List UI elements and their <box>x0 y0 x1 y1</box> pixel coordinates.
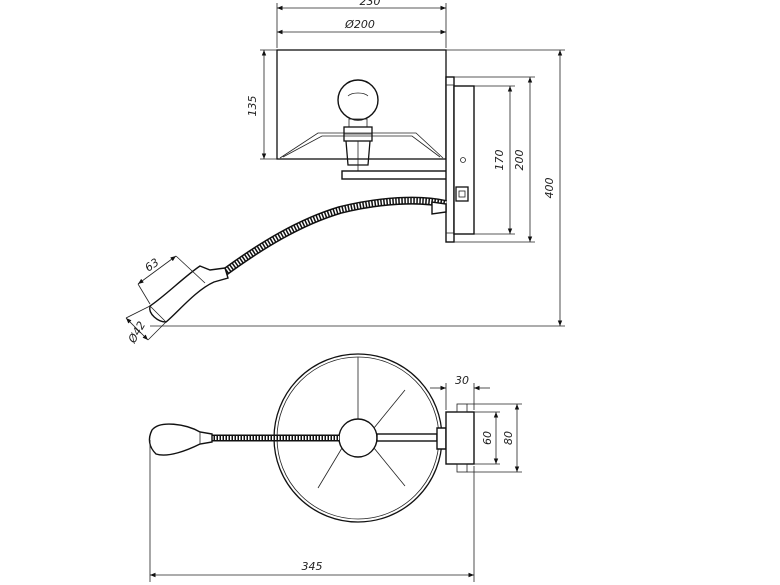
wall-plate-side <box>445 76 475 243</box>
dim-shade-diameter: Ø200 <box>344 18 375 31</box>
dim-shade-total-width: 230 <box>360 0 381 8</box>
dimensions-top: 30 60 80 345 <box>149 374 522 582</box>
dim-plate-width-inner: 60 <box>481 431 494 445</box>
dim-plate-width-outer: 80 <box>502 431 515 445</box>
support-rod <box>341 170 449 180</box>
side-view <box>149 49 475 323</box>
reading-head-top <box>148 423 213 456</box>
top-view <box>148 353 475 523</box>
dim-plate-height-inner: 170 <box>493 150 506 171</box>
dim-plate-depth: 30 <box>455 374 469 387</box>
dimensions-side: 230 Ø200 135 170 200 400 63 Ø42 <box>125 0 565 346</box>
dim-head-length: 63 <box>143 256 162 275</box>
reading-head <box>149 265 229 323</box>
dim-plate-height-outer: 200 <box>513 150 526 171</box>
dim-shade-height: 135 <box>246 96 259 117</box>
wall-plate-top <box>445 403 475 473</box>
dim-total-length: 345 <box>302 560 323 573</box>
bulb-icon <box>337 79 379 171</box>
dim-total-height: 400 <box>543 178 556 199</box>
arm-top <box>212 427 447 450</box>
dim-head-diameter: Ø42 <box>125 319 148 346</box>
gooseneck-arm <box>222 196 447 276</box>
